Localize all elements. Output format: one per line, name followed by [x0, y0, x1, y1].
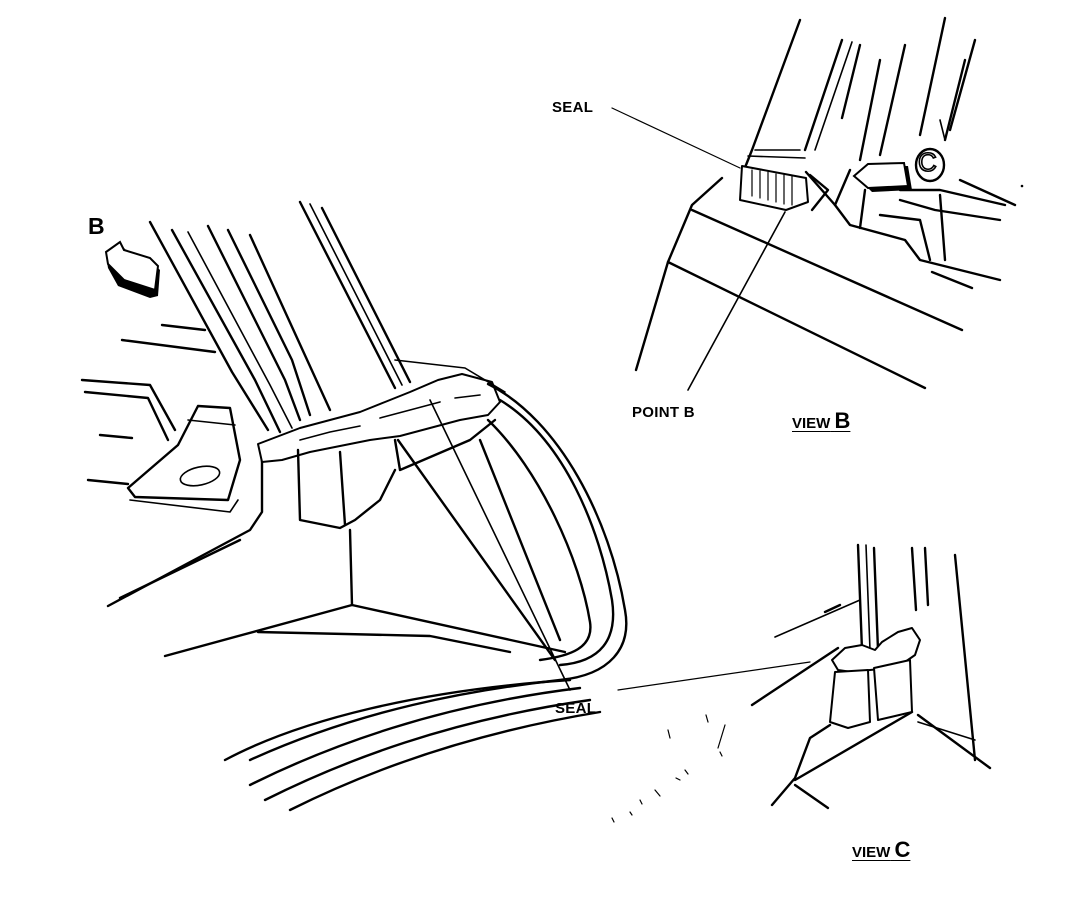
- view-b-title-letter: B: [834, 408, 851, 433]
- main-view-drawing: [80, 200, 628, 812]
- seal-label-main-view: SEAL: [555, 700, 597, 717]
- view-b-direction-arrow: [104, 240, 160, 298]
- seal-label-view-b: SEAL: [552, 99, 594, 116]
- view-c-arrow-label: C: [917, 146, 937, 178]
- view-b-title-word: VIEW: [792, 415, 831, 432]
- view-b-arrow-label: B: [88, 213, 105, 239]
- view-c-title-letter: C: [894, 837, 911, 862]
- point-b-label: POINT B: [632, 404, 695, 421]
- view-c-drawing: [611, 184, 1024, 823]
- view-c-title-word: VIEW: [852, 844, 891, 861]
- view-c-title: VIEW C: [852, 837, 910, 863]
- view-b-title: VIEW B: [792, 408, 850, 434]
- view-b-drawing: [611, 16, 1017, 391]
